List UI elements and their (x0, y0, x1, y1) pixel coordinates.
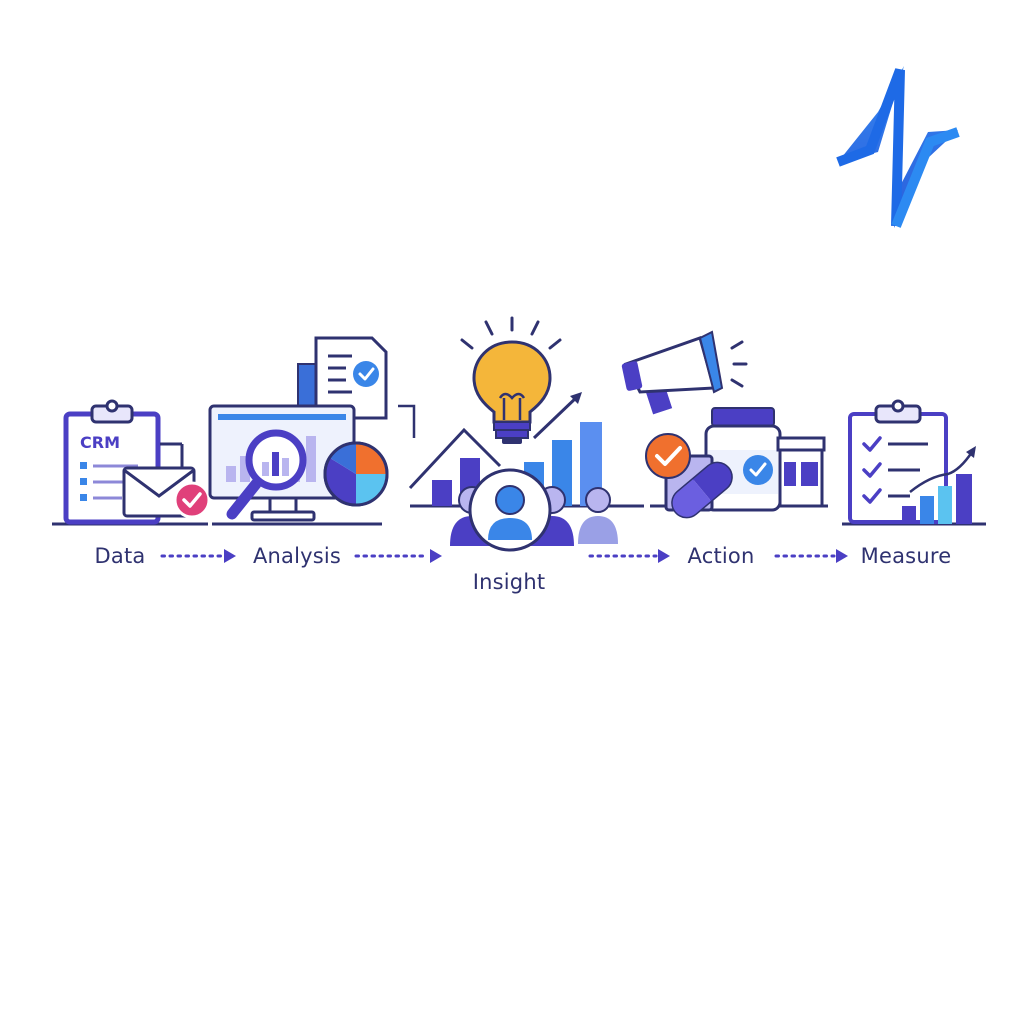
lightbulb-audience-icon (408, 316, 644, 552)
step-label-analysis: Analysis (252, 544, 342, 568)
checklist-growth-icon (842, 399, 986, 526)
connector-data-analysis (160, 549, 236, 563)
step-label-insight: Insight (472, 570, 546, 594)
crm-clipboard-icon: CRM (52, 399, 211, 526)
megaphone-medicine-icon (621, 330, 828, 519)
connector-analysis-insight (354, 549, 442, 563)
monitor-magnifier-icon (208, 336, 416, 526)
crm-text: CRM (80, 433, 120, 452)
step-label-measure: Measure (860, 544, 952, 568)
step-label-action: Action (687, 544, 755, 568)
pulse-logo-icon (836, 66, 960, 228)
step-label-data: Data (94, 544, 146, 568)
connector-action-measure (774, 549, 848, 563)
connector-insight-action (588, 549, 670, 563)
